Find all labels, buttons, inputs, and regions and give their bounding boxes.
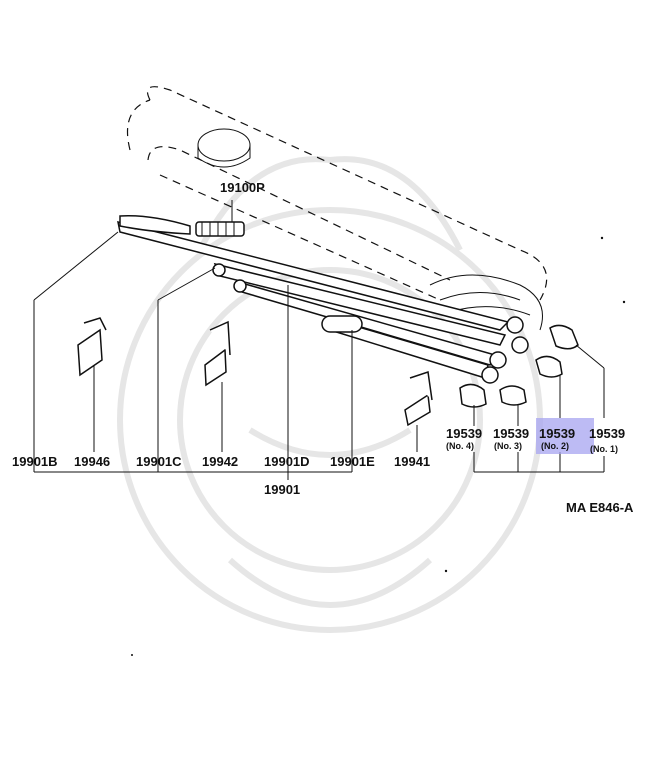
spark-plug-19100P [195,200,245,237]
plug-boots-19539 [459,324,579,408]
callout-19941[interactable]: 19941 [394,454,430,469]
ignition-wires [117,214,529,384]
speck [600,236,604,240]
callout-19539-no2-sub: (No. 2) [541,441,569,451]
callout-19901B-label: 19901B [12,454,58,469]
callout-19942-label: 19942 [202,454,238,469]
callout-19901B[interactable]: 19901B [12,454,58,469]
callout-19901D[interactable]: 19901D [264,454,310,469]
callout-19539-no1-sub: (No. 1) [590,444,618,454]
callout-19539-no4-label: 19539 [446,426,482,441]
callout-19539-no2-label: 19539 [539,426,575,441]
callout-19539-no4[interactable]: 19539 (No. 4) [446,426,482,451]
callout-19942[interactable]: 19942 [202,454,238,469]
callout-19901[interactable]: 19901 [264,482,300,497]
callout-19539-no4-sub: (No. 4) [446,441,474,451]
callout-19539-no3-label: 19539 [493,426,529,441]
speck [444,569,448,573]
figure-code: MA E846-A [566,500,634,515]
wire-clamps [77,317,433,427]
speck [131,654,133,656]
callout-19946[interactable]: 19946 [74,454,110,469]
callout-19539-no3[interactable]: 19539 (No. 3) [493,426,529,451]
speck [622,300,626,304]
callout-19901C-label: 19901C [136,454,182,469]
callout-19941-label: 19941 [394,454,430,469]
callout-19901E-label: 19901E [330,454,375,469]
callout-19539-no2[interactable]: 19539 (No. 2) [539,426,575,451]
selected-callout-highlight [536,418,594,454]
leader-lines [33,231,605,480]
cylinder-head-cover [126,86,548,331]
callout-19539-no1[interactable]: 19539 (No. 1) [589,426,625,454]
callout-19100P[interactable]: 19100P [220,180,265,195]
callout-19539-no3-sub: (No. 3) [494,441,522,451]
callout-19901E[interactable]: 19901E [330,454,375,469]
callout-19901-label: 19901 [264,482,300,497]
callout-19946-label: 19946 [74,454,110,469]
callout-19901C[interactable]: 19901C [136,454,182,469]
callout-19539-no1-label: 19539 [589,426,625,441]
callout-19100P-label: 19100P [220,180,265,195]
callout-19901D-label: 19901D [264,454,310,469]
